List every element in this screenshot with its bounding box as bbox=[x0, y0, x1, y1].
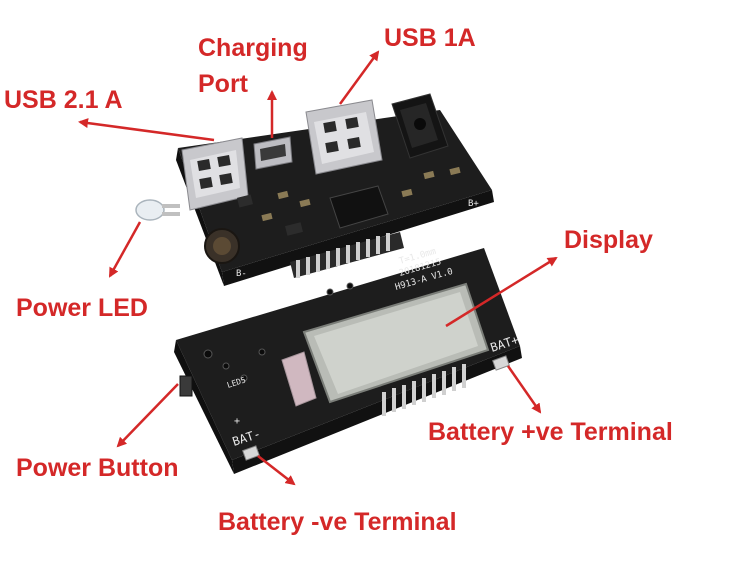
arrow-battery-positive bbox=[506, 365, 542, 414]
usb-1a-port bbox=[305, 99, 383, 175]
ic-chip bbox=[329, 185, 389, 229]
battery-minus-pad bbox=[242, 445, 260, 461]
silk-plus-mark: + bbox=[234, 416, 240, 427]
label-power-led: Power LED bbox=[16, 294, 148, 322]
inductor bbox=[204, 228, 240, 264]
label-battery-positive: Battery +ve Terminal bbox=[428, 418, 673, 446]
dc-jack bbox=[391, 93, 449, 159]
label-display: Display bbox=[564, 226, 653, 254]
callout-arrows bbox=[78, 50, 558, 486]
lcd-display bbox=[302, 282, 490, 416]
pin-header bbox=[290, 232, 404, 278]
arrow-power-button bbox=[116, 383, 179, 448]
label-usb-2-1a: USB 2.1 A bbox=[4, 86, 123, 114]
power-led bbox=[135, 199, 180, 221]
arrow-usb-1a bbox=[338, 50, 380, 105]
bottom-board: T=1.0mm 20181215 H913-A V1.0 BAT- BAT+ L… bbox=[174, 247, 522, 474]
arrow-display bbox=[445, 256, 558, 328]
top-board: B- B+ bbox=[135, 93, 494, 286]
side-push-button bbox=[179, 375, 193, 397]
arrow-battery-negative bbox=[257, 455, 296, 486]
indicator-led-lens bbox=[281, 351, 317, 407]
battery-plus-pad bbox=[492, 355, 510, 371]
label-charging-line-1: Charging bbox=[198, 34, 308, 62]
silk-b-plus: B+ bbox=[468, 199, 479, 209]
label-charging-line-2: Port bbox=[198, 70, 248, 98]
label-battery-negative: Battery -ve Terminal bbox=[218, 508, 457, 536]
usb-2-1a-port bbox=[181, 137, 249, 211]
label-power-button: Power Button bbox=[16, 454, 179, 482]
label-usb-1a: USB 1A bbox=[384, 24, 476, 52]
charging-port bbox=[253, 136, 293, 170]
arrow-usb-2-1a bbox=[78, 118, 215, 142]
silk-b-minus: B- bbox=[236, 269, 247, 279]
arrow-power-led bbox=[108, 221, 142, 278]
